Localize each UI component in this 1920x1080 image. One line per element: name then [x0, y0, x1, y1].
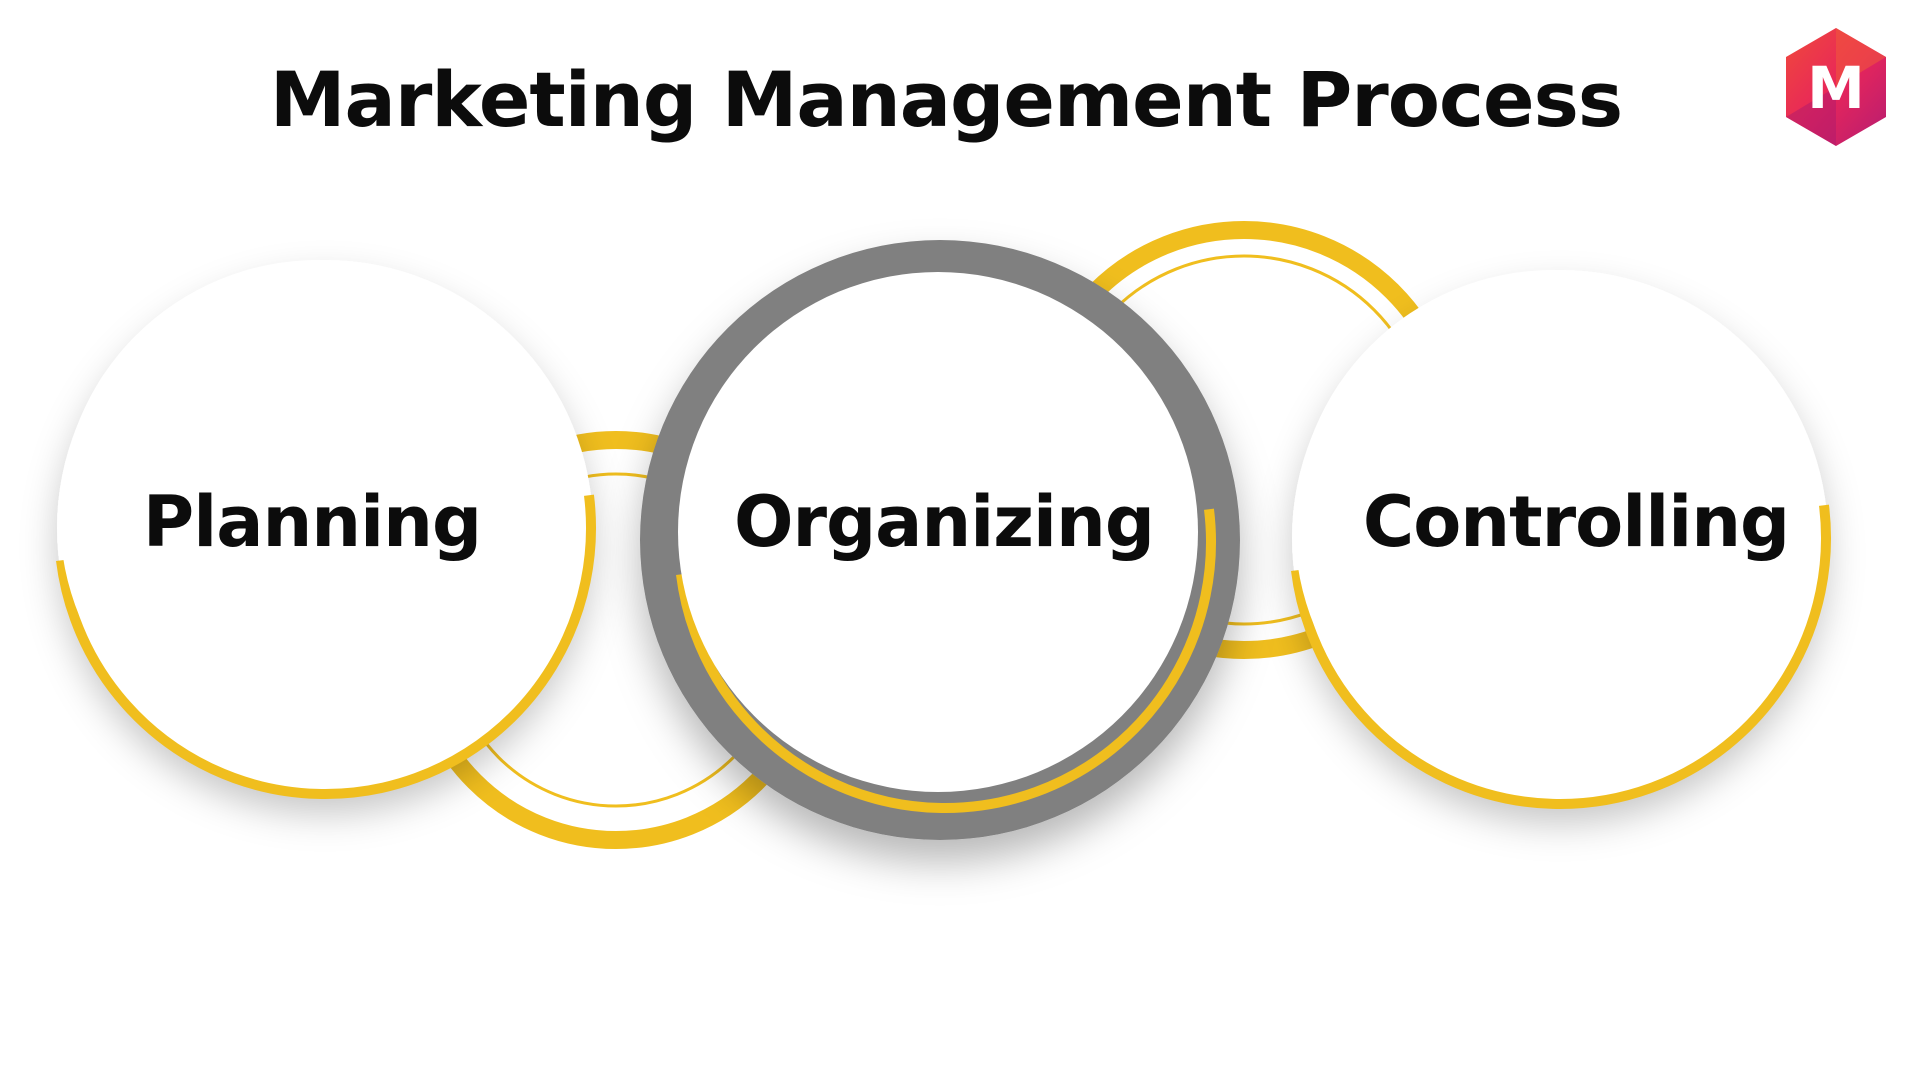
step-planning-accent [54, 257, 596, 799]
page-title: Marketing Management Process [269, 55, 1623, 144]
step-organizing-inner [674, 271, 1216, 813]
step-label-organizing: Organizing [734, 481, 1154, 563]
brand-logo-icon: M [1786, 28, 1886, 146]
step-label-controlling: Controlling [1363, 481, 1789, 563]
logo-letter: M [1807, 54, 1865, 122]
step-label-planning: Planning [143, 481, 481, 563]
step-controlling-accent [1289, 267, 1831, 809]
